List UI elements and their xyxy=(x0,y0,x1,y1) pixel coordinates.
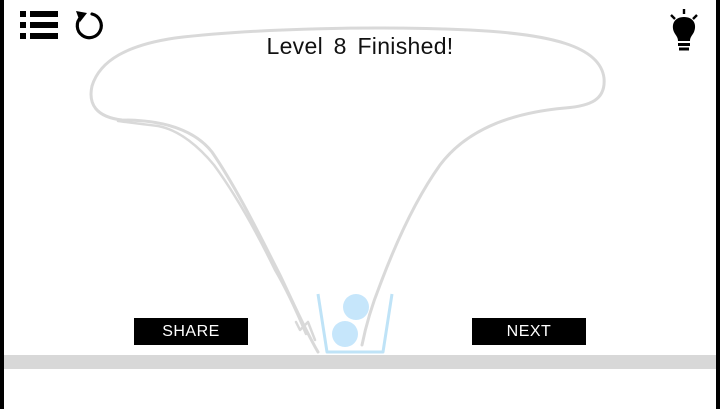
drawn-line xyxy=(89,26,606,354)
restart-icon xyxy=(75,11,103,40)
right-border xyxy=(716,0,720,409)
ground xyxy=(4,355,716,369)
restart-button[interactable] xyxy=(72,8,106,44)
next-level-button[interactable]: NEXT xyxy=(472,318,586,345)
drawn-line-tail xyxy=(294,320,317,342)
level-finished-title: Level 8 Finished! xyxy=(266,33,454,59)
drawn-line-inner xyxy=(116,119,308,336)
menu-button[interactable] xyxy=(18,8,60,42)
lightbulb-icon xyxy=(670,9,698,51)
list-menu-icon xyxy=(20,11,58,39)
ball xyxy=(332,321,358,347)
cup xyxy=(316,293,394,354)
share-button[interactable]: SHARE xyxy=(134,318,248,345)
ball xyxy=(343,294,369,320)
hint-button[interactable] xyxy=(666,8,702,54)
left-border xyxy=(0,0,4,409)
